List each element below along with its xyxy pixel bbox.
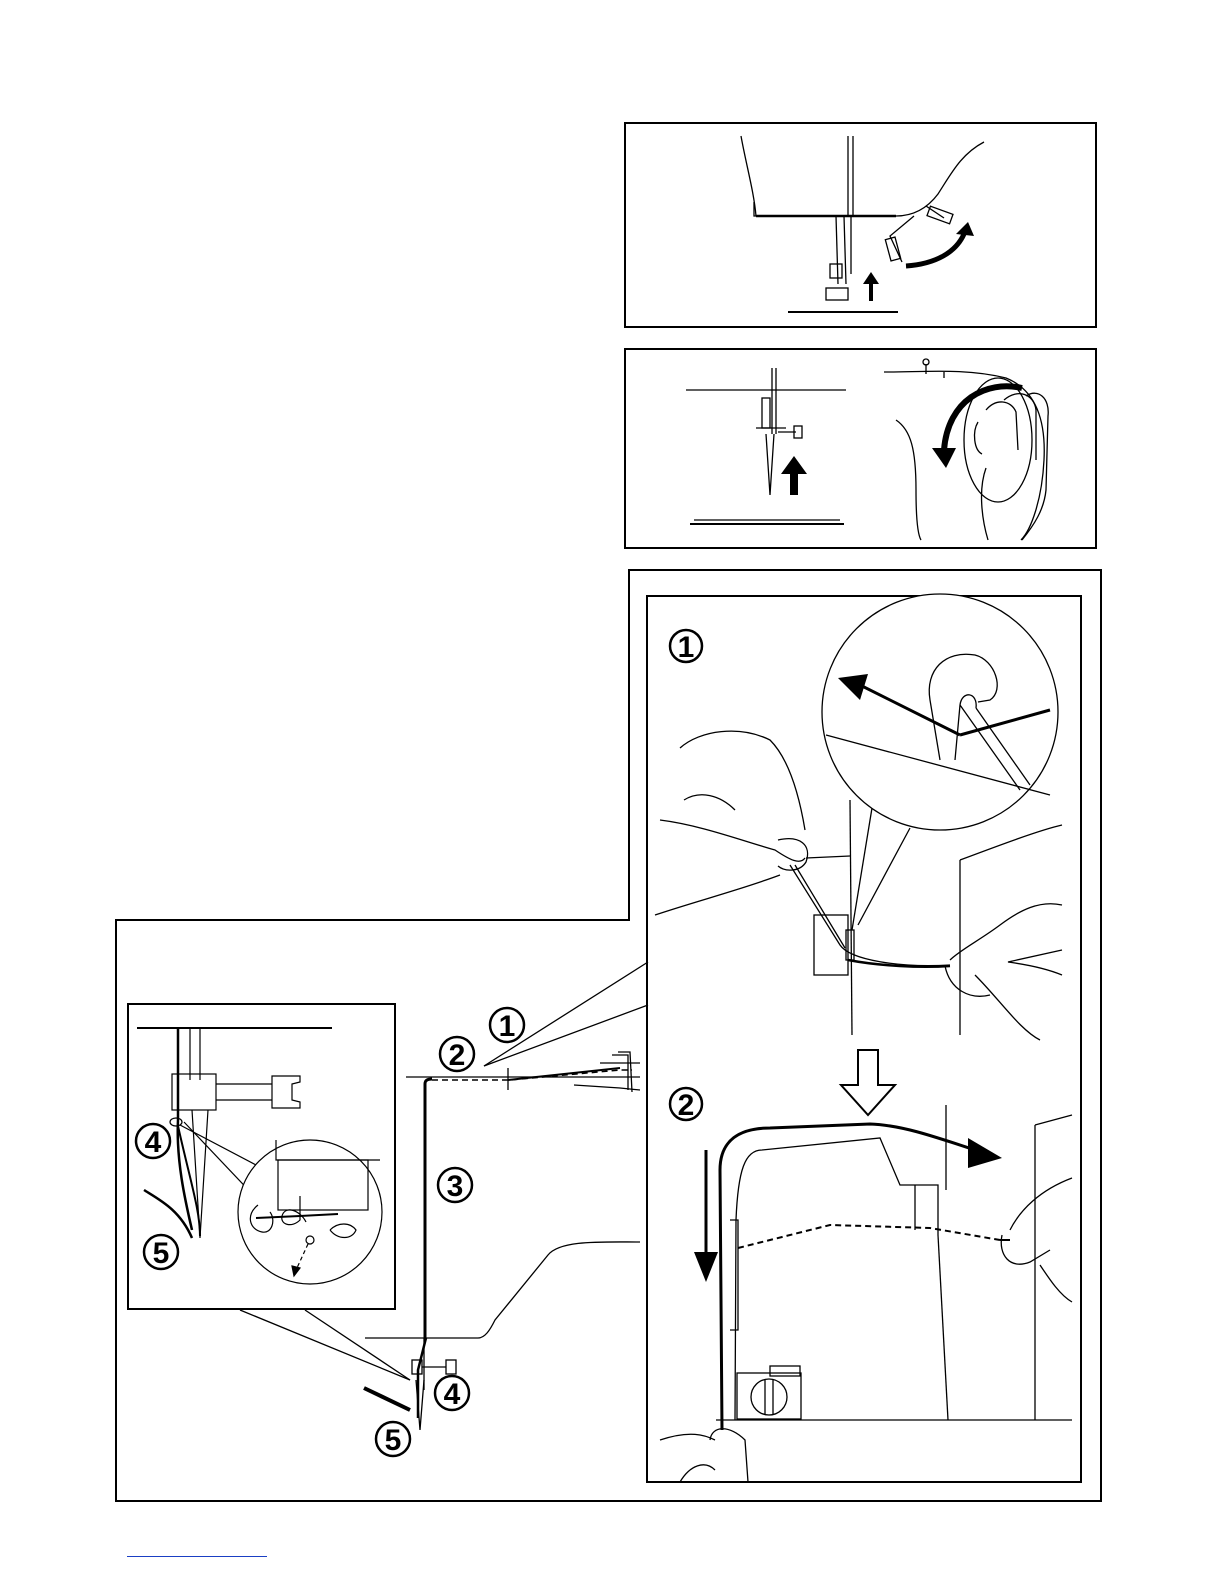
frame-edge <box>115 919 630 921</box>
figure-threading-overview <box>115 919 1102 1502</box>
footer-rule <box>127 1556 267 1557</box>
curved-arrow-icon <box>906 222 974 266</box>
figure-presser-foot-lever <box>624 122 1097 328</box>
arrow-up-icon <box>781 456 807 495</box>
presser-foot-lever-illustration <box>626 124 1099 330</box>
curved-arrow-icon <box>932 386 1022 468</box>
figure-threading-detail <box>628 569 1102 944</box>
needle-handwheel-illustration <box>626 350 1099 551</box>
arrow-up-icon <box>863 272 879 301</box>
figure-needle-handwheel <box>624 348 1097 549</box>
